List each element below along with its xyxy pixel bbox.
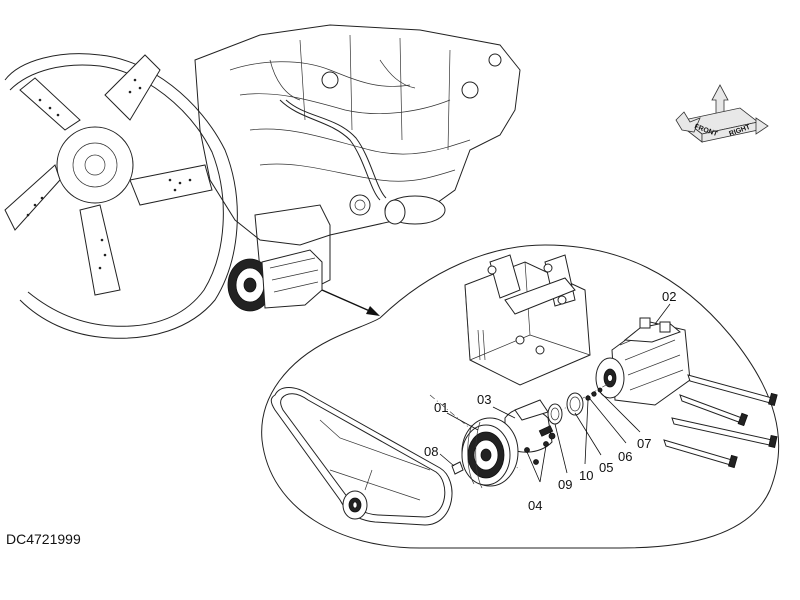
mounting-bracket <box>464 254 591 386</box>
detail-pointer-arrow <box>321 289 380 316</box>
cooling-fan <box>4 53 238 339</box>
callout-01: 01 <box>434 400 448 415</box>
engine-assembly <box>194 24 521 296</box>
callout-08: 08 <box>424 444 438 459</box>
callout-07: 07 <box>637 436 651 451</box>
callout-06: 06 <box>618 449 632 464</box>
drawing-reference: DC4721999 <box>6 531 81 547</box>
callout-05: 05 <box>599 460 613 475</box>
callout-02: 02 <box>662 289 676 304</box>
detail-bubble <box>261 244 780 549</box>
screws <box>451 441 549 475</box>
callout-09: 09 <box>558 477 572 492</box>
leader-lines <box>439 303 671 483</box>
compressor-on-engine <box>227 249 323 312</box>
callout-03: 03 <box>477 392 491 407</box>
shim-washers <box>547 387 603 425</box>
callout-10: 10 <box>579 468 593 483</box>
clutch-pulley <box>461 417 519 489</box>
compressor-unit <box>595 317 691 406</box>
callout-04: 04 <box>528 498 542 513</box>
drive-belt <box>270 387 453 526</box>
orientation-indicator: FRONT RIGHT <box>675 84 769 143</box>
mounting-bolts <box>663 374 778 469</box>
